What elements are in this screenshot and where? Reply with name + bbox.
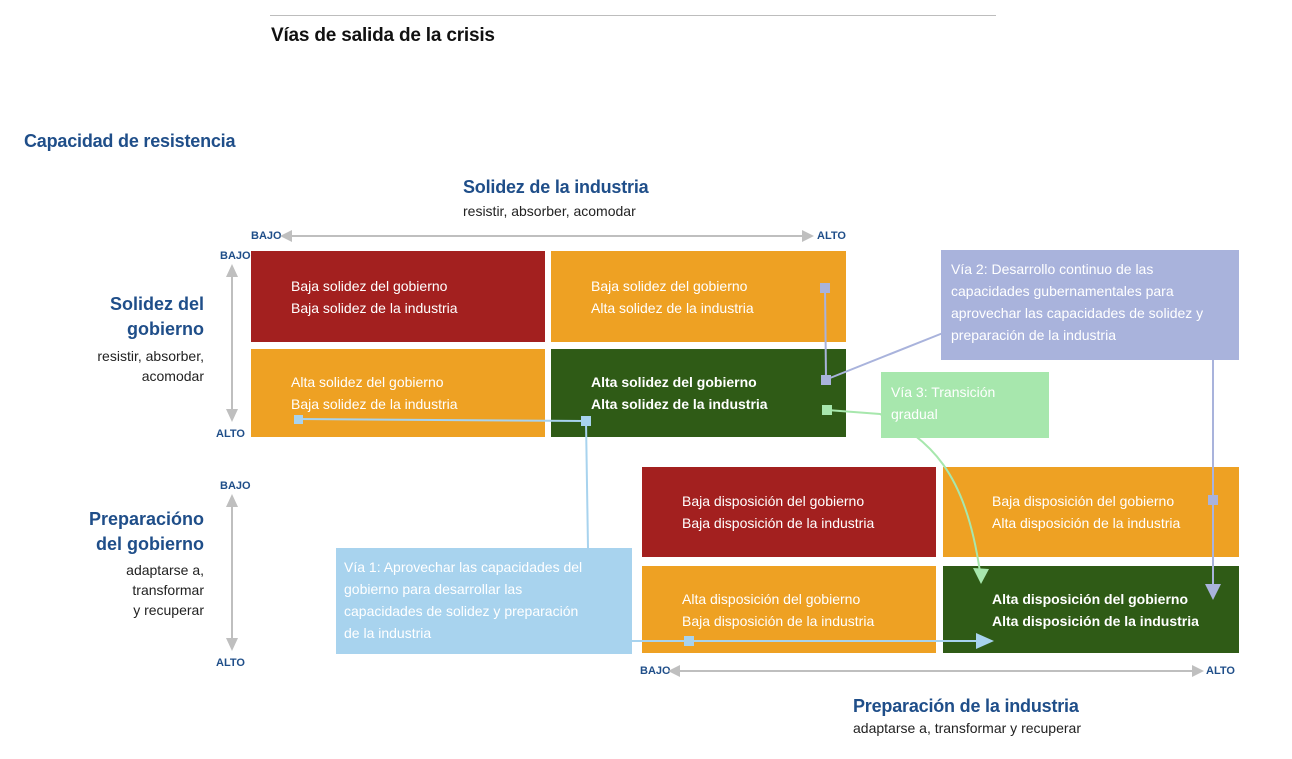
top-axis-title: Solidez de la industria xyxy=(463,177,649,197)
cell-line2: Baja disposición de la industria xyxy=(682,515,875,531)
cell-line1: Baja disposición del gobierno xyxy=(992,493,1175,509)
bottom-axis-low-label: BAJO xyxy=(640,665,671,677)
cell-line2: Alta solidez de la industria xyxy=(591,396,768,412)
top-axis-arrow xyxy=(280,230,814,242)
via3-line1: Vía 3: Transición xyxy=(891,384,996,400)
left-axis2-high-label: ALTO xyxy=(216,657,245,669)
left-axis2-title-line2: del gobierno xyxy=(96,534,204,554)
cell-line1: Alta disposición del gobierno xyxy=(682,590,861,607)
via1-path xyxy=(294,415,994,649)
bottom-axis-title: Preparación de la industria xyxy=(853,696,1079,716)
via2-box: Vía 2: Desarrollo continuo de las capaci… xyxy=(941,250,1239,360)
left-axis1-subtitle: resistir, absorber, acomodar xyxy=(97,346,204,386)
left-axis2-title: Preparacióno del gobierno xyxy=(89,507,204,557)
cell-line1: Alta disposición del gobierno xyxy=(992,590,1189,607)
top-axis-low-label: BAJO xyxy=(251,230,282,242)
via1-line1: Vía 1: Aprovechar las capacidades del xyxy=(344,559,583,575)
cell-line2: Baja solidez de la industria xyxy=(291,299,458,316)
left-axis1-low-label: BAJO xyxy=(220,250,251,262)
cell-line2: Alta solidez de la industria xyxy=(591,299,754,316)
left-axis1-arrow xyxy=(226,264,238,422)
cell-line2: Baja disposición de la industria xyxy=(682,612,875,629)
grid2-cell-low-low: Baja disposición del gobierno Baja dispo… xyxy=(642,467,936,557)
grid1-cell-low-low: Baja solidez del gobierno Baja solidez d… xyxy=(251,251,545,342)
grid1-cell-low-high: Baja solidez del gobierno Alta solidez d… xyxy=(551,251,846,342)
bottom-axis-arrow xyxy=(668,665,1204,677)
top-axis-subtitle: resistir, absorber, acomodar xyxy=(463,203,636,219)
via2-line3: aprovechar las capacidades de solidez y xyxy=(951,305,1204,321)
via1-line2: gobierno para desarrollar las xyxy=(344,581,523,597)
via1-box: Vía 1: Aprovechar las capacidades del go… xyxy=(336,548,632,654)
section-title: Capacidad de resistencia xyxy=(24,131,236,151)
bottom-axis-high-label: ALTO xyxy=(1206,665,1235,677)
left-axis1-sub-line2: acomodar xyxy=(141,368,204,384)
via3-box: Vía 3: Transición gradual xyxy=(881,372,1049,438)
cell-line1: Baja disposición del gobierno xyxy=(682,493,865,509)
cell-line1: Alta solidez del gobierno xyxy=(591,374,757,390)
cell-line1: Alta solidez del gobierno xyxy=(291,374,444,390)
grid1-cell-high-high: Alta solidez del gobierno Alta solidez d… xyxy=(551,349,846,437)
grid2-cell-high-high: Alta disposición del gobierno Alta dispo… xyxy=(943,566,1239,653)
left-axis1-high-label: ALTO xyxy=(216,428,245,440)
page-title: Vías de salida de la crisis xyxy=(271,25,495,46)
left-axis2-title-line1: Preparacióno xyxy=(88,509,204,529)
left-axis1-sub-line1: resistir, absorber, xyxy=(97,348,204,364)
left-axis1-title-line1: Solidez del xyxy=(109,294,204,314)
via2-line4: preparación de la industria xyxy=(951,327,1116,343)
via3-path xyxy=(822,405,989,584)
via1-line3: capacidades de solidez y preparación xyxy=(344,603,579,619)
left-axis2-arrow xyxy=(226,494,238,651)
left-axis2-sub-line2: transformar xyxy=(132,582,204,598)
bottom-axis-subtitle: adaptarse a, transformar y recuperar xyxy=(853,720,1081,736)
via2-line2: capacidades gubernamentales para xyxy=(951,283,1174,299)
left-axis2-low-label: BAJO xyxy=(220,480,251,492)
cell-line2: Baja solidez de la industria xyxy=(291,396,458,412)
cell-line1: Baja solidez del gobierno xyxy=(591,277,748,294)
cell-line2: Alta disposición de la industria xyxy=(992,515,1181,531)
left-axis1-title: Solidez del gobierno xyxy=(110,292,204,342)
left-axis2-sub-line3: y recuperar xyxy=(133,602,204,618)
cell-line1: Baja solidez del gobierno xyxy=(291,277,448,294)
top-axis-high-label: ALTO xyxy=(817,230,846,242)
via2-path xyxy=(820,283,1221,600)
via2-line1: Vía 2: Desarrollo continuo de las xyxy=(951,261,1154,277)
left-axis2-subtitle: adaptarse a, transformar y recuperar xyxy=(126,560,204,620)
left-axis2-sub-line1: adaptarse a, xyxy=(126,562,204,578)
via1-line4: de la industria xyxy=(344,625,432,641)
grid2-cell-high-low: Alta disposición del gobierno Baja dispo… xyxy=(642,566,936,653)
grid2-cell-low-high: Baja disposición del gobierno Alta dispo… xyxy=(943,467,1239,557)
cell-line2: Alta disposición de la industria xyxy=(992,612,1199,629)
top-rule xyxy=(270,15,996,16)
left-axis1-title-line2: gobierno xyxy=(127,319,204,339)
via3-line2: gradual xyxy=(891,406,938,422)
